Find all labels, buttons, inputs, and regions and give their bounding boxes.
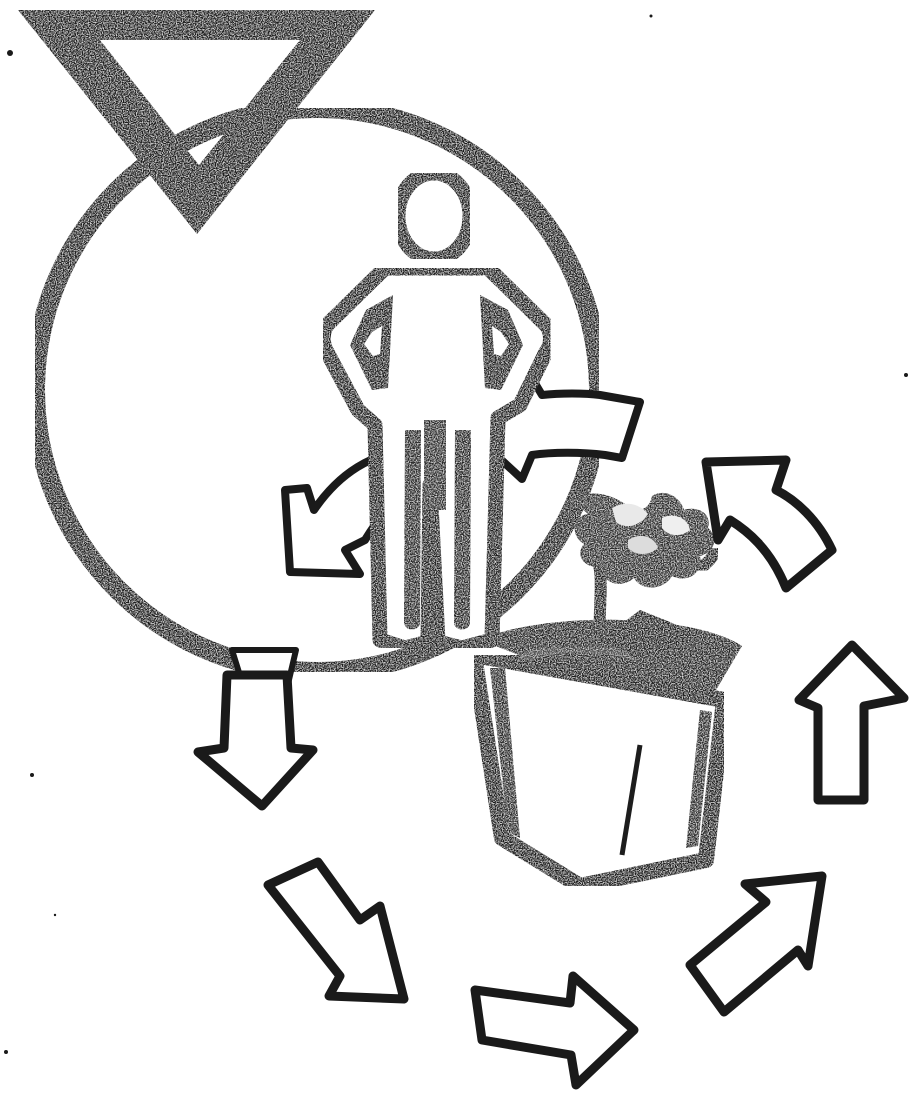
- pot-icon: [474, 610, 742, 886]
- triangle-icon: [18, 10, 375, 234]
